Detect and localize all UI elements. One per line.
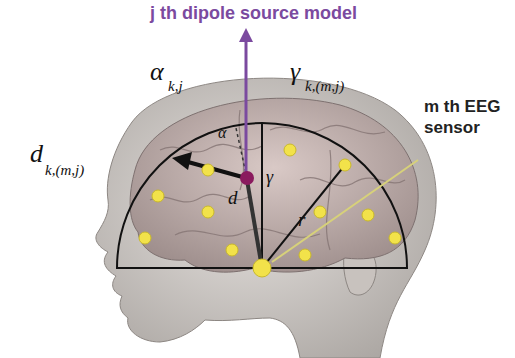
subscript: k,j bbox=[168, 78, 183, 95]
angle-symbol: γ bbox=[290, 58, 300, 87]
source-title: j th dipole source model bbox=[150, 4, 357, 24]
sensor-label: m th EEG sensor bbox=[424, 96, 510, 139]
subscript: k,(m,j) bbox=[45, 162, 84, 179]
distance-symbol: d bbox=[30, 140, 43, 169]
subscript: k,(m,j) bbox=[305, 78, 344, 95]
angle-symbol: α bbox=[150, 58, 164, 87]
distance-mark: d bbox=[228, 188, 238, 209]
angle-mark: α bbox=[218, 124, 226, 142]
angle-mark: γ bbox=[266, 168, 273, 188]
radius-mark: r bbox=[298, 210, 305, 231]
